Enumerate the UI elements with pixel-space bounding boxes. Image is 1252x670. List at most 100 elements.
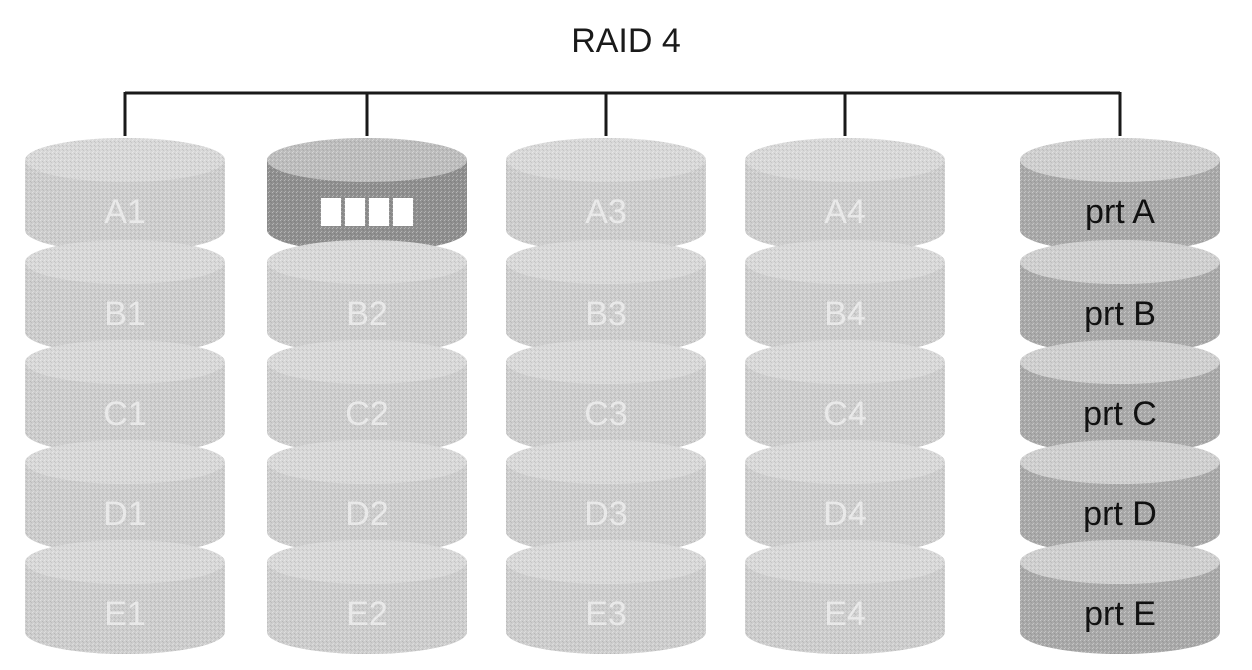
disk-block-label: C2	[345, 395, 388, 433]
io-block-square	[369, 198, 389, 226]
disk-body-texture	[1020, 262, 1220, 354]
disk-block-label: C1	[103, 395, 146, 433]
disk-columns: A1B1C1D1E1B2C2D2E2A3B3C3D3E3A4B4C4D4E4pr…	[25, 138, 1220, 654]
disk-block-label: E3	[585, 595, 627, 633]
disk-block: B2	[267, 240, 467, 354]
disk-block: C1	[25, 340, 225, 454]
disk-block-label: prt C	[1083, 395, 1157, 433]
disk-block: C3	[506, 340, 706, 454]
disk-top-texture	[745, 138, 945, 182]
disk-block-label: C3	[584, 395, 627, 433]
disk-block: C2	[267, 340, 467, 454]
disk-block: B4	[745, 240, 945, 354]
io-block-square	[345, 198, 365, 226]
disk-block-label: A3	[585, 193, 627, 231]
disk-top-texture	[1020, 440, 1220, 484]
disk-body-texture	[25, 362, 225, 454]
disk-top-texture	[25, 340, 225, 384]
disk-block-label: A4	[824, 193, 866, 231]
io-block-square	[321, 198, 341, 226]
io-block-square	[393, 198, 413, 226]
column-parity-disk: prt A prt B prt C prt D prt E	[1020, 138, 1220, 654]
disk-body-texture	[506, 462, 706, 554]
disk-body-texture	[25, 462, 225, 554]
disk-block-label: prt A	[1085, 193, 1155, 231]
disk-body-texture	[1020, 160, 1220, 252]
disk-body-texture	[267, 262, 467, 354]
diagram-title: RAID 4	[571, 22, 681, 60]
disk-block-label: B3	[585, 295, 627, 333]
disk-top-texture	[267, 340, 467, 384]
disk-block-label: D1	[103, 495, 146, 533]
disk-block: prt B	[1020, 240, 1220, 354]
disk-top-texture	[506, 540, 706, 584]
disk-body-texture	[745, 262, 945, 354]
disk-top-texture	[745, 440, 945, 484]
disk-block: A1	[25, 138, 225, 252]
disk-body-texture	[1020, 562, 1220, 654]
disk-top-texture	[506, 440, 706, 484]
disk-block-label: B4	[824, 295, 866, 333]
disk-block: E1	[25, 540, 225, 654]
disk-body-texture	[267, 160, 467, 252]
disk-block-label: B1	[104, 295, 146, 333]
disk-body-texture	[745, 562, 945, 654]
disk-body-texture	[745, 160, 945, 252]
disk-block-label: E2	[346, 595, 388, 633]
disk-block: D1	[25, 440, 225, 554]
disk-body-texture	[1020, 362, 1220, 454]
disk-block-label: C4	[823, 395, 866, 433]
disk-top-texture	[267, 540, 467, 584]
disk-body-texture	[267, 462, 467, 554]
disk-body-texture	[745, 462, 945, 554]
disk-top-texture	[25, 240, 225, 284]
disk-top-texture	[25, 440, 225, 484]
disk-top-texture	[506, 138, 706, 182]
disk-block: B3	[506, 240, 706, 354]
disk-top-texture	[267, 138, 467, 182]
disk-block: E3	[506, 540, 706, 654]
disk-top-texture	[745, 340, 945, 384]
disk-block: C4	[745, 340, 945, 454]
disk-block: B1	[25, 240, 225, 354]
disk-block: prt E	[1020, 540, 1220, 654]
disk-block: prt A	[1020, 138, 1220, 252]
disk-block-label: prt B	[1084, 295, 1156, 333]
disk-top-texture	[1020, 340, 1220, 384]
disk-body-texture	[25, 262, 225, 354]
disk-top-texture	[1020, 138, 1220, 182]
disk-block-label: prt E	[1084, 595, 1156, 633]
disk-body-texture	[1020, 462, 1220, 554]
disk-block: D2	[267, 440, 467, 554]
disk-block: D3	[506, 440, 706, 554]
disk-top-texture	[506, 340, 706, 384]
disk-body-texture	[506, 562, 706, 654]
disk-top-texture	[1020, 240, 1220, 284]
disk-top-texture	[25, 540, 225, 584]
disk-block-label: E4	[824, 595, 866, 633]
disk-block: A4	[745, 138, 945, 252]
disk-top-texture	[1020, 540, 1220, 584]
disk-block-label: D4	[823, 495, 866, 533]
disk-top-texture	[25, 138, 225, 182]
disk-top-texture	[745, 540, 945, 584]
disk-block: prt D	[1020, 440, 1220, 554]
disk-top-texture	[267, 240, 467, 284]
disk-block: prt C	[1020, 340, 1220, 454]
disk-body-texture	[745, 362, 945, 454]
disk-body-texture	[506, 362, 706, 454]
io-activity-blocks-icon	[321, 198, 413, 226]
disk-block: E4	[745, 540, 945, 654]
disk-top-texture	[506, 240, 706, 284]
disk-block-label: D2	[345, 495, 388, 533]
disk-block-label: D3	[584, 495, 627, 533]
disk-body-texture	[506, 262, 706, 354]
disk-body-texture	[267, 362, 467, 454]
disk-top-texture	[745, 240, 945, 284]
disk-block	[267, 138, 467, 252]
